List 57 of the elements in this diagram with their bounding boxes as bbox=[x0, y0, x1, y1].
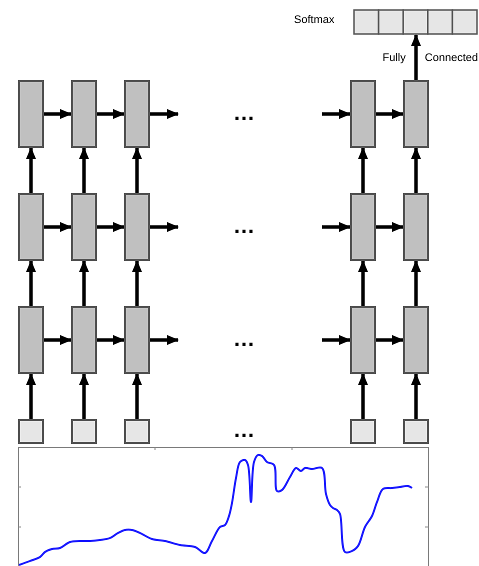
ellipsis-label: … bbox=[233, 214, 255, 237]
rnn-cell-box bbox=[18, 80, 44, 148]
arrow bbox=[44, 222, 72, 232]
rnn-cell-box bbox=[18, 193, 44, 261]
arrow bbox=[411, 34, 421, 80]
rnn-cell-box bbox=[350, 193, 376, 261]
arrow bbox=[79, 260, 89, 306]
rnn-cell-box bbox=[71, 193, 97, 261]
ellipsis-label: … bbox=[233, 328, 255, 350]
arrow bbox=[150, 109, 179, 119]
arrow bbox=[150, 335, 179, 345]
arrow bbox=[97, 335, 125, 345]
arrow bbox=[411, 147, 421, 193]
rnn-cell-box bbox=[124, 306, 150, 374]
layer-title: Softmax bbox=[294, 14, 334, 26]
rnn-cell-box bbox=[350, 80, 376, 148]
input-box bbox=[350, 419, 376, 444]
arrow bbox=[358, 373, 368, 419]
arrow bbox=[150, 222, 179, 232]
arrow bbox=[79, 147, 89, 193]
arrow bbox=[322, 335, 351, 345]
input-box bbox=[71, 419, 97, 444]
arrow bbox=[79, 373, 89, 419]
rnn-cell-box bbox=[403, 306, 429, 374]
arrow bbox=[322, 109, 351, 119]
ellipsis-label: … bbox=[233, 418, 255, 441]
arrow bbox=[132, 147, 142, 193]
arrow bbox=[376, 335, 404, 345]
arrow bbox=[358, 147, 368, 193]
rnn-cell-box bbox=[403, 193, 429, 261]
arrow bbox=[376, 222, 404, 232]
rnn-cell-box bbox=[71, 80, 97, 148]
rnn-cell-box bbox=[124, 193, 150, 261]
input-box bbox=[18, 419, 44, 444]
arrow bbox=[26, 373, 36, 419]
arrow bbox=[97, 109, 125, 119]
arrow bbox=[97, 222, 125, 232]
rnn-cell-box bbox=[350, 306, 376, 374]
input-box bbox=[403, 419, 429, 444]
arrow bbox=[26, 147, 36, 193]
rnn-cell-box bbox=[18, 306, 44, 374]
arrow bbox=[411, 373, 421, 419]
arrow bbox=[44, 109, 72, 119]
rnn-cell-box bbox=[403, 80, 429, 148]
arrow bbox=[44, 335, 72, 345]
arrow bbox=[132, 260, 142, 306]
arrow bbox=[132, 373, 142, 419]
arrow bbox=[411, 260, 421, 306]
ellipsis-label: … bbox=[233, 102, 255, 124]
rnn-cell-box bbox=[124, 80, 150, 148]
arrow bbox=[376, 109, 404, 119]
arrow bbox=[26, 260, 36, 306]
arrow bbox=[358, 260, 368, 306]
edge-label: Fully Connected bbox=[382, 52, 478, 64]
input-box bbox=[124, 419, 150, 444]
arrow bbox=[322, 222, 351, 232]
rnn-cell-box bbox=[71, 306, 97, 374]
